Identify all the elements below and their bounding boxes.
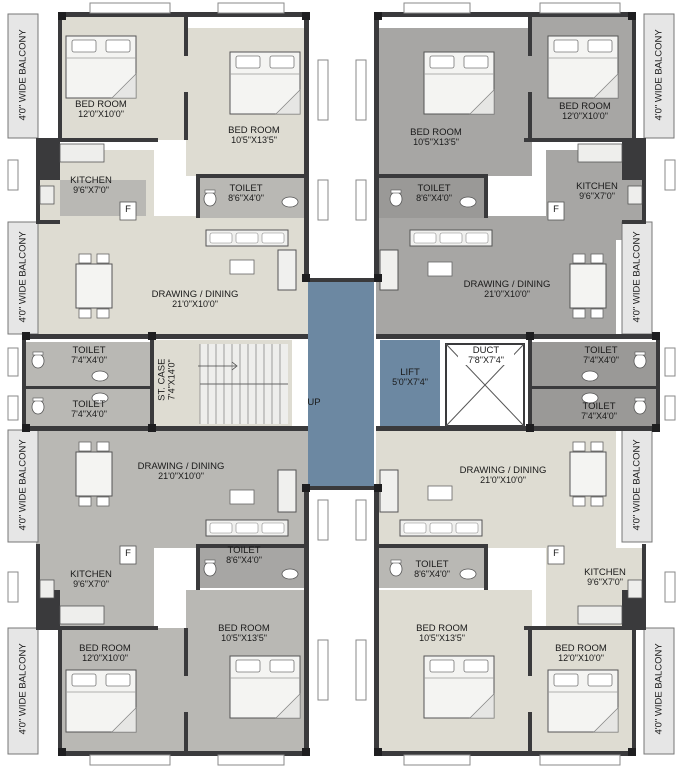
windows [7, 2, 676, 766]
balcony-label: 4'0" WIDE BALCONY [653, 643, 665, 735]
basin [581, 370, 599, 382]
dining-table [569, 253, 607, 319]
wc-fixture [203, 189, 217, 207]
balcony [7, 221, 39, 335]
bed [229, 655, 301, 719]
wc-fixture [633, 351, 647, 369]
lift-label: LIFT 5'0"X7'4" [392, 367, 428, 387]
basin [459, 568, 477, 580]
balcony [7, 13, 39, 139]
sofa [277, 469, 297, 513]
bedroom-label: BED ROOM 12'0"X10'0" [75, 99, 127, 119]
sofa [409, 229, 493, 247]
fridge-label: F [553, 204, 559, 215]
sofa [379, 469, 399, 513]
fridge-label: F [125, 548, 131, 559]
lift [380, 340, 440, 428]
bedroom-label: BED ROOM 10'5"X13'5" [416, 623, 468, 643]
bed [65, 669, 137, 733]
sofa [399, 519, 483, 537]
bed [65, 35, 137, 99]
walls [22, 12, 660, 756]
bed [229, 51, 301, 115]
kitchen-label: KITCHEN 9'6"X7'0" [584, 567, 626, 587]
basin [91, 370, 109, 382]
coffee-table [229, 259, 255, 275]
toilet-label: TOILET 7'4"X4'0" [71, 345, 107, 365]
wc-fixture [389, 189, 403, 207]
stair-treads [198, 344, 288, 424]
balcony-label: 4'0" WIDE BALCONY [653, 29, 665, 121]
wc-fixture [203, 559, 217, 577]
balcony-label: 4'0" WIDE BALCONY [17, 231, 29, 323]
toilet-floor [26, 388, 152, 428]
toilet-label: TOILET 7'4"X4'0" [71, 399, 107, 419]
bedroom-label: BED ROOM 12'0"X10'0" [555, 643, 607, 663]
basin [281, 196, 299, 208]
sofa [277, 249, 297, 291]
wc-fixture [31, 351, 45, 369]
coffee-table [427, 485, 453, 501]
drawing-dining-label: DRAWING / DINING 21'0"X10'0" [463, 279, 551, 299]
kitchen-label: KITCHEN 9'6"X7'0" [70, 569, 112, 589]
balcony-label: 4'0" WIDE BALCONY [17, 29, 29, 121]
toilet-label: TOILET 8'6"X4'0" [416, 183, 452, 203]
bedroom-label: BED ROOM 10'5"X13'5" [410, 127, 462, 147]
toilet-label: TOILET 8'6"X4'0" [228, 183, 264, 203]
balcony-label: 4'0" WIDE BALCONY [631, 231, 643, 323]
duct-label: DUCT 7'8"X7'4" [458, 346, 514, 366]
fridge-label: F [125, 204, 131, 215]
bedroom-label: BED ROOM 10'5"X13'5" [228, 125, 280, 145]
staircase-label: ST. CASE 7'4"X14'0" [156, 358, 177, 401]
wc-fixture [31, 397, 45, 415]
wc-fixture [633, 397, 647, 415]
dining-table [569, 441, 607, 507]
lobby [308, 278, 374, 488]
dining-table [75, 253, 113, 319]
toilet-floor [26, 342, 152, 386]
bedroom-label: BED ROOM 12'0"X10'0" [79, 643, 131, 663]
balcony [7, 429, 39, 543]
kitchen-counter [39, 143, 643, 625]
balcony [643, 627, 675, 755]
sofa [205, 229, 289, 247]
drawing-dining-label: DRAWING / DINING 21'0"X10'0" [137, 461, 225, 481]
bed [547, 669, 619, 733]
bedroom-label: BED ROOM 10'5"X13'5" [218, 623, 270, 643]
balcony [621, 221, 653, 335]
toilet-label: TOILET 7'4"X4'0" [581, 401, 617, 421]
bedroom-label: BED ROOM 12'0"X10'0" [559, 101, 611, 121]
balcony-label: 4'0" WIDE BALCONY [631, 439, 643, 531]
balcony [643, 13, 675, 139]
up-label: UP [307, 397, 321, 408]
toilet-label: TOILET 8'6"X4'0" [226, 545, 262, 565]
kitchen-label: KITCHEN 9'6"X7'0" [576, 181, 618, 201]
drawing-dining-label: DRAWING / DINING 21'0"X10'0" [151, 289, 239, 309]
sofa [205, 519, 289, 537]
wc-fixture [389, 559, 403, 577]
drawing-dining-label: DRAWING / DINING 21'0"X10'0" [459, 465, 547, 485]
toilet-label: TOILET 8'6"X4'0" [414, 559, 450, 579]
balcony [7, 627, 39, 755]
sofa [379, 249, 399, 291]
bed [423, 51, 495, 115]
bed [547, 35, 619, 99]
fridge-label: F [553, 548, 559, 559]
toilet-label: TOILET 7'4"X4'0" [583, 345, 619, 365]
basin [459, 196, 477, 208]
balcony [621, 429, 653, 543]
dining-table [75, 441, 113, 507]
kitchen-label: KITCHEN 9'6"X7'0" [70, 175, 112, 195]
balcony-label: 4'0" WIDE BALCONY [17, 643, 29, 735]
coffee-table [427, 261, 453, 277]
columns [22, 12, 660, 756]
fridge [119, 201, 565, 565]
bed [423, 655, 495, 719]
basin [281, 568, 299, 580]
coffee-table [229, 489, 255, 505]
balcony-label: 4'0" WIDE BALCONY [17, 439, 29, 531]
